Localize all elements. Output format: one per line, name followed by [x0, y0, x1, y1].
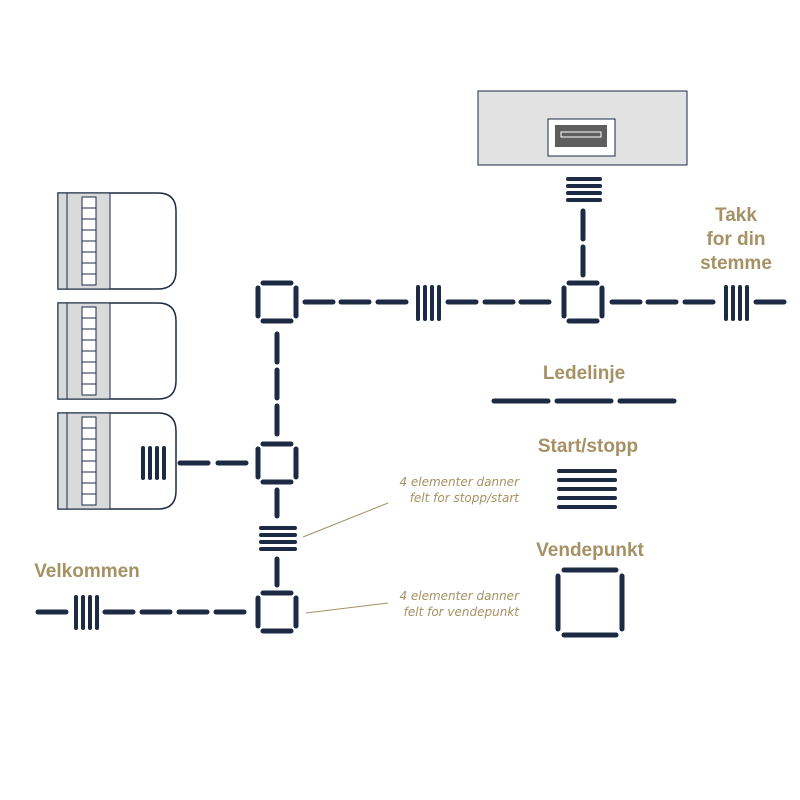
note-stopstart-line2: felt for stopp/start	[410, 491, 521, 505]
voting-booth-2	[57, 302, 177, 400]
label-thanks-line3: stemme	[700, 253, 772, 274]
voting-booth-3	[57, 412, 177, 510]
turning-point-top-left	[255, 280, 299, 324]
startstop-field-ballot-box	[566, 177, 602, 202]
label-thanks-line1: Takk	[715, 205, 757, 226]
note-turn-line2: felt for vendepunkt	[404, 605, 521, 619]
note-stopstart-line1: 4 elementer danner	[399, 475, 520, 489]
voting-booth-1	[57, 192, 177, 290]
startstop-field-vertical	[259, 526, 297, 551]
legend-startstop-label: Start/stopp	[538, 436, 638, 457]
label-welcome: Velkommen	[34, 561, 140, 582]
turning-point-bottom	[255, 590, 299, 634]
startstop-field-entrance	[74, 595, 99, 630]
label-thanks-line2: for din	[706, 229, 765, 250]
turning-point-legend-symbol	[555, 567, 625, 638]
startstop-field-right	[724, 285, 749, 321]
turning-point-middle	[255, 441, 299, 485]
note-turn-line1: 4 elementer danner	[399, 589, 520, 603]
ballot-box	[477, 90, 688, 166]
startstop-legend-symbol	[557, 469, 617, 509]
turning-point-top-right	[561, 280, 605, 324]
leader-line-turning-point	[305, 602, 389, 614]
guide-path	[35, 208, 787, 615]
leader-line-stopstart	[302, 502, 389, 538]
legend-turning-point-label: Vendepunkt	[536, 540, 644, 561]
startstop-field-booth-3	[141, 446, 166, 480]
legend-guideline-label: Ledelinje	[543, 363, 625, 384]
startstop-field-top-line	[416, 285, 441, 321]
